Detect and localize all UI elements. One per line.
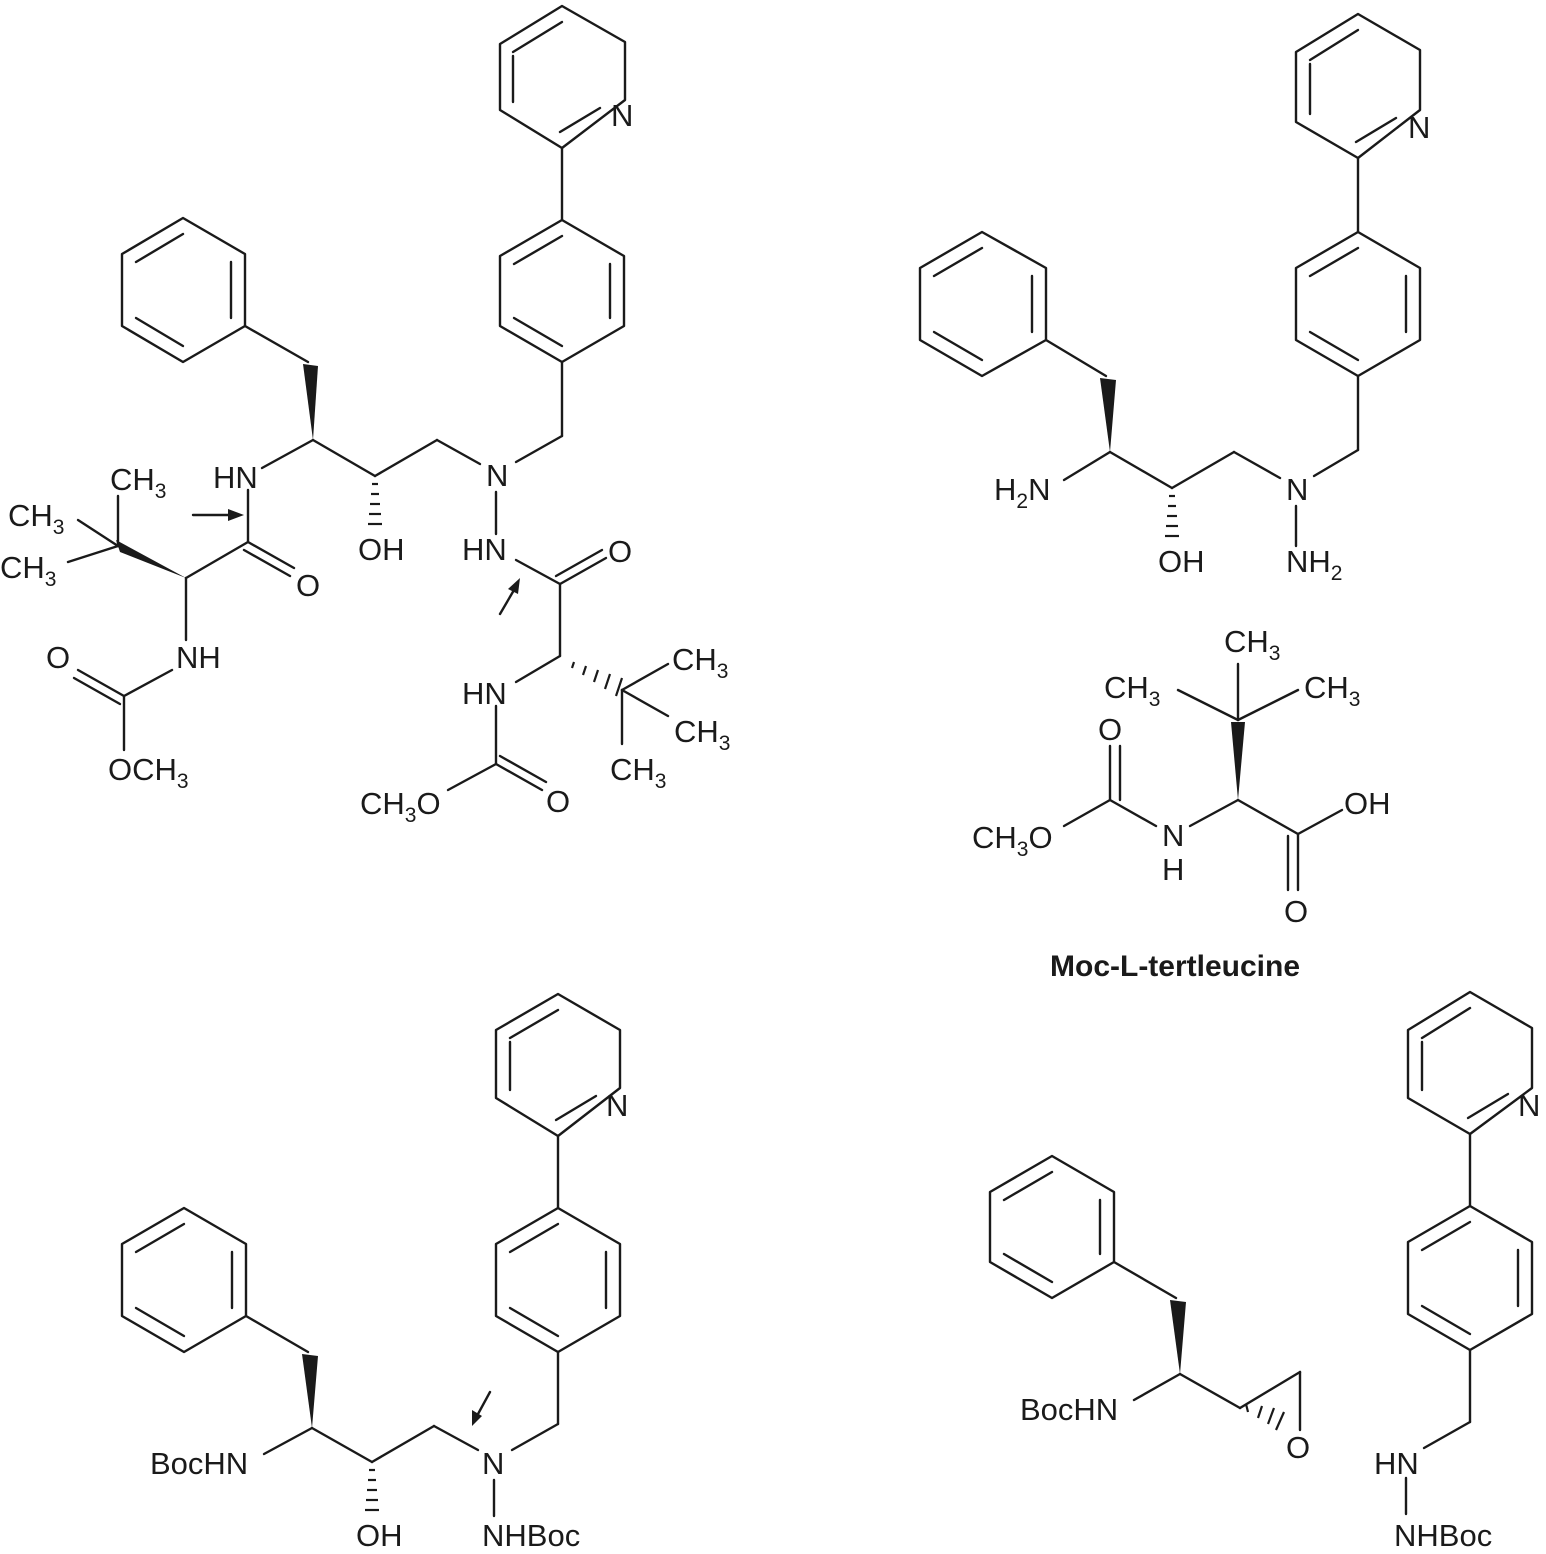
pyridine-ring [1406, 990, 1534, 1136]
atom-label: O [546, 784, 570, 819]
atom-label: CH3O [360, 786, 441, 827]
atom-label: CH3 [8, 498, 64, 539]
compound-moc-tertleucine: CH3 CH3 CH3 O CH3O N H OH O Moc-L-tertle… [972, 624, 1391, 983]
atom-label: H [1162, 852, 1184, 887]
atom-label: O [296, 568, 320, 603]
atom-label: NH2 [1286, 544, 1342, 585]
atom-label: HN [213, 460, 258, 495]
compound-caption: Moc-L-tertleucine [1050, 950, 1300, 983]
hash-bond-oh [1165, 494, 1179, 538]
atom-label: NH [176, 640, 221, 675]
benzene-ring-left [918, 230, 1048, 378]
benzene-ring-mid [494, 1206, 622, 1354]
atom-label: HN [462, 532, 507, 567]
atom-label: N [606, 1088, 628, 1123]
atom-label: O [1286, 1430, 1310, 1465]
benzene-ring-mid [498, 218, 626, 364]
atom-label: OH [1158, 544, 1205, 579]
arrow-icon-2 [498, 578, 520, 616]
compound-bottom-right-epoxide: BocHN O [988, 1154, 1310, 1465]
compound-top-right: N H2N OH N NH2 [918, 12, 1430, 585]
atom-label: O [608, 534, 632, 569]
atom-label: N [482, 1446, 504, 1481]
benzene-ring-left [120, 216, 247, 364]
atom-label: BocHN [150, 1446, 248, 1481]
atom-label: CH3 [1104, 670, 1160, 711]
atom-label: OCH3 [108, 752, 189, 793]
atom-label: CH3 [674, 714, 730, 755]
benzene-ring-mid [1294, 230, 1422, 378]
atom-label: CH3 [672, 642, 728, 683]
compound-bottom-left: N BocHN OH N NHBoc [120, 992, 628, 1553]
atom-label: O [1098, 712, 1122, 747]
atom-label: OH [1344, 786, 1391, 821]
hash-bond-right [570, 661, 624, 697]
pyridine-ring [498, 4, 627, 150]
atom-label: N [486, 458, 508, 493]
hash-bond-epoxide [1244, 1403, 1286, 1431]
atom-label: N [1408, 110, 1430, 145]
atom-label: NHBoc [482, 1518, 580, 1553]
atom-label: CH3O [972, 820, 1053, 861]
atom-label: OH [358, 532, 405, 567]
atom-label: NHBoc [1394, 1518, 1492, 1553]
atom-label: HN [1374, 1446, 1419, 1481]
atom-label: OH [356, 1518, 403, 1553]
hash-bond-oh [365, 1468, 379, 1512]
atom-label: N [1286, 472, 1308, 507]
atom-label: CH3 [110, 462, 166, 503]
hash-bond-oh [368, 482, 382, 526]
benzene-ring-mid [1406, 1204, 1534, 1352]
atom-label: CH3 [0, 550, 56, 591]
atom-label: H2N [994, 472, 1050, 513]
atom-label: BocHN [1020, 1392, 1118, 1427]
arrow-icon-3 [472, 1390, 492, 1426]
pyridine-ring [494, 992, 622, 1138]
atom-label: O [1284, 894, 1308, 929]
atom-label: O [46, 640, 70, 675]
atom-label: HN [462, 676, 507, 711]
atom-label: N [1518, 1088, 1540, 1123]
atom-label: CH3 [1224, 624, 1280, 665]
benzene-ring-left [988, 1154, 1116, 1300]
benzene-ring-left [120, 1206, 248, 1354]
atom-label: CH3 [1304, 670, 1360, 711]
pyridine-ring [1294, 12, 1422, 160]
compound-bottom-right-hydrazine: N HN NHBoc [1374, 990, 1540, 1553]
atom-label: CH3 [610, 752, 666, 793]
atom-label: N [1162, 818, 1184, 853]
arrow-icon-1 [191, 509, 244, 521]
compound-top-left: N HN CH3 CH3 CH3 O NH O OCH3 OH N HN O H… [0, 4, 730, 827]
atom-label: N [611, 98, 633, 133]
